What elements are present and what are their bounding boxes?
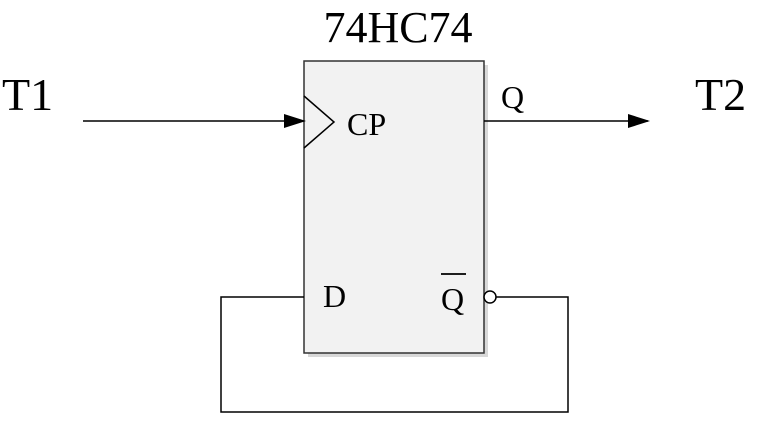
input-signal-label: T1	[2, 69, 53, 120]
pin-cp-label: CP	[347, 106, 386, 142]
chip-title: 74HC74	[323, 3, 472, 52]
chip-body	[303, 60, 485, 354]
feedback-loop	[220, 296, 569, 413]
pin-q-bar-label: Q	[441, 281, 464, 317]
output-signal-label: T2	[695, 69, 746, 120]
pin-d-label: D	[323, 278, 346, 314]
clock-edge-marker	[303, 95, 336, 149]
pin-q-label: Q	[501, 79, 524, 115]
inverter-bubble	[483, 290, 497, 304]
